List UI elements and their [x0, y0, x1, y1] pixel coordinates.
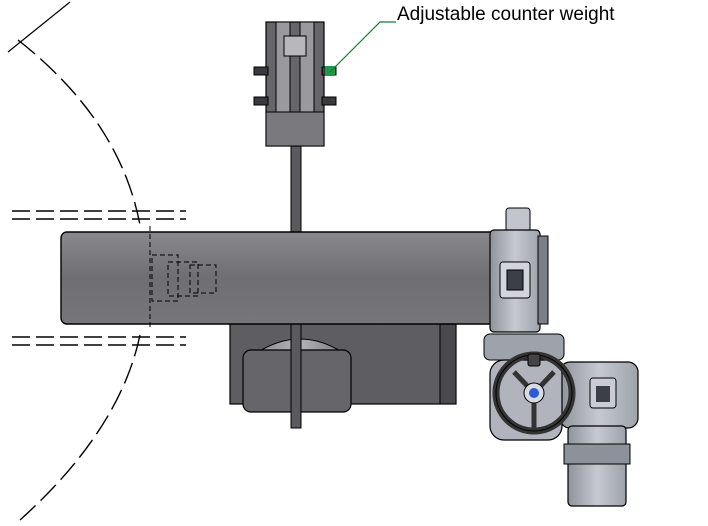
hidden-detail-lines — [149, 226, 217, 330]
adjustable-counter-weight — [253, 21, 337, 147]
callout-label-adjustable-counter-weight: Adjustable counter weight — [397, 4, 615, 25]
valve-swing-arc — [17, 39, 141, 521]
callout-leader-line — [329, 21, 396, 73]
arc-tick-line — [7, 1, 71, 53]
pipe-outline-dashed — [12, 210, 186, 346]
main-valve-body — [60, 231, 498, 325]
base-frame — [229, 321, 457, 413]
actuator-gearbox — [489, 207, 549, 333]
actuator-motor — [483, 333, 639, 507]
